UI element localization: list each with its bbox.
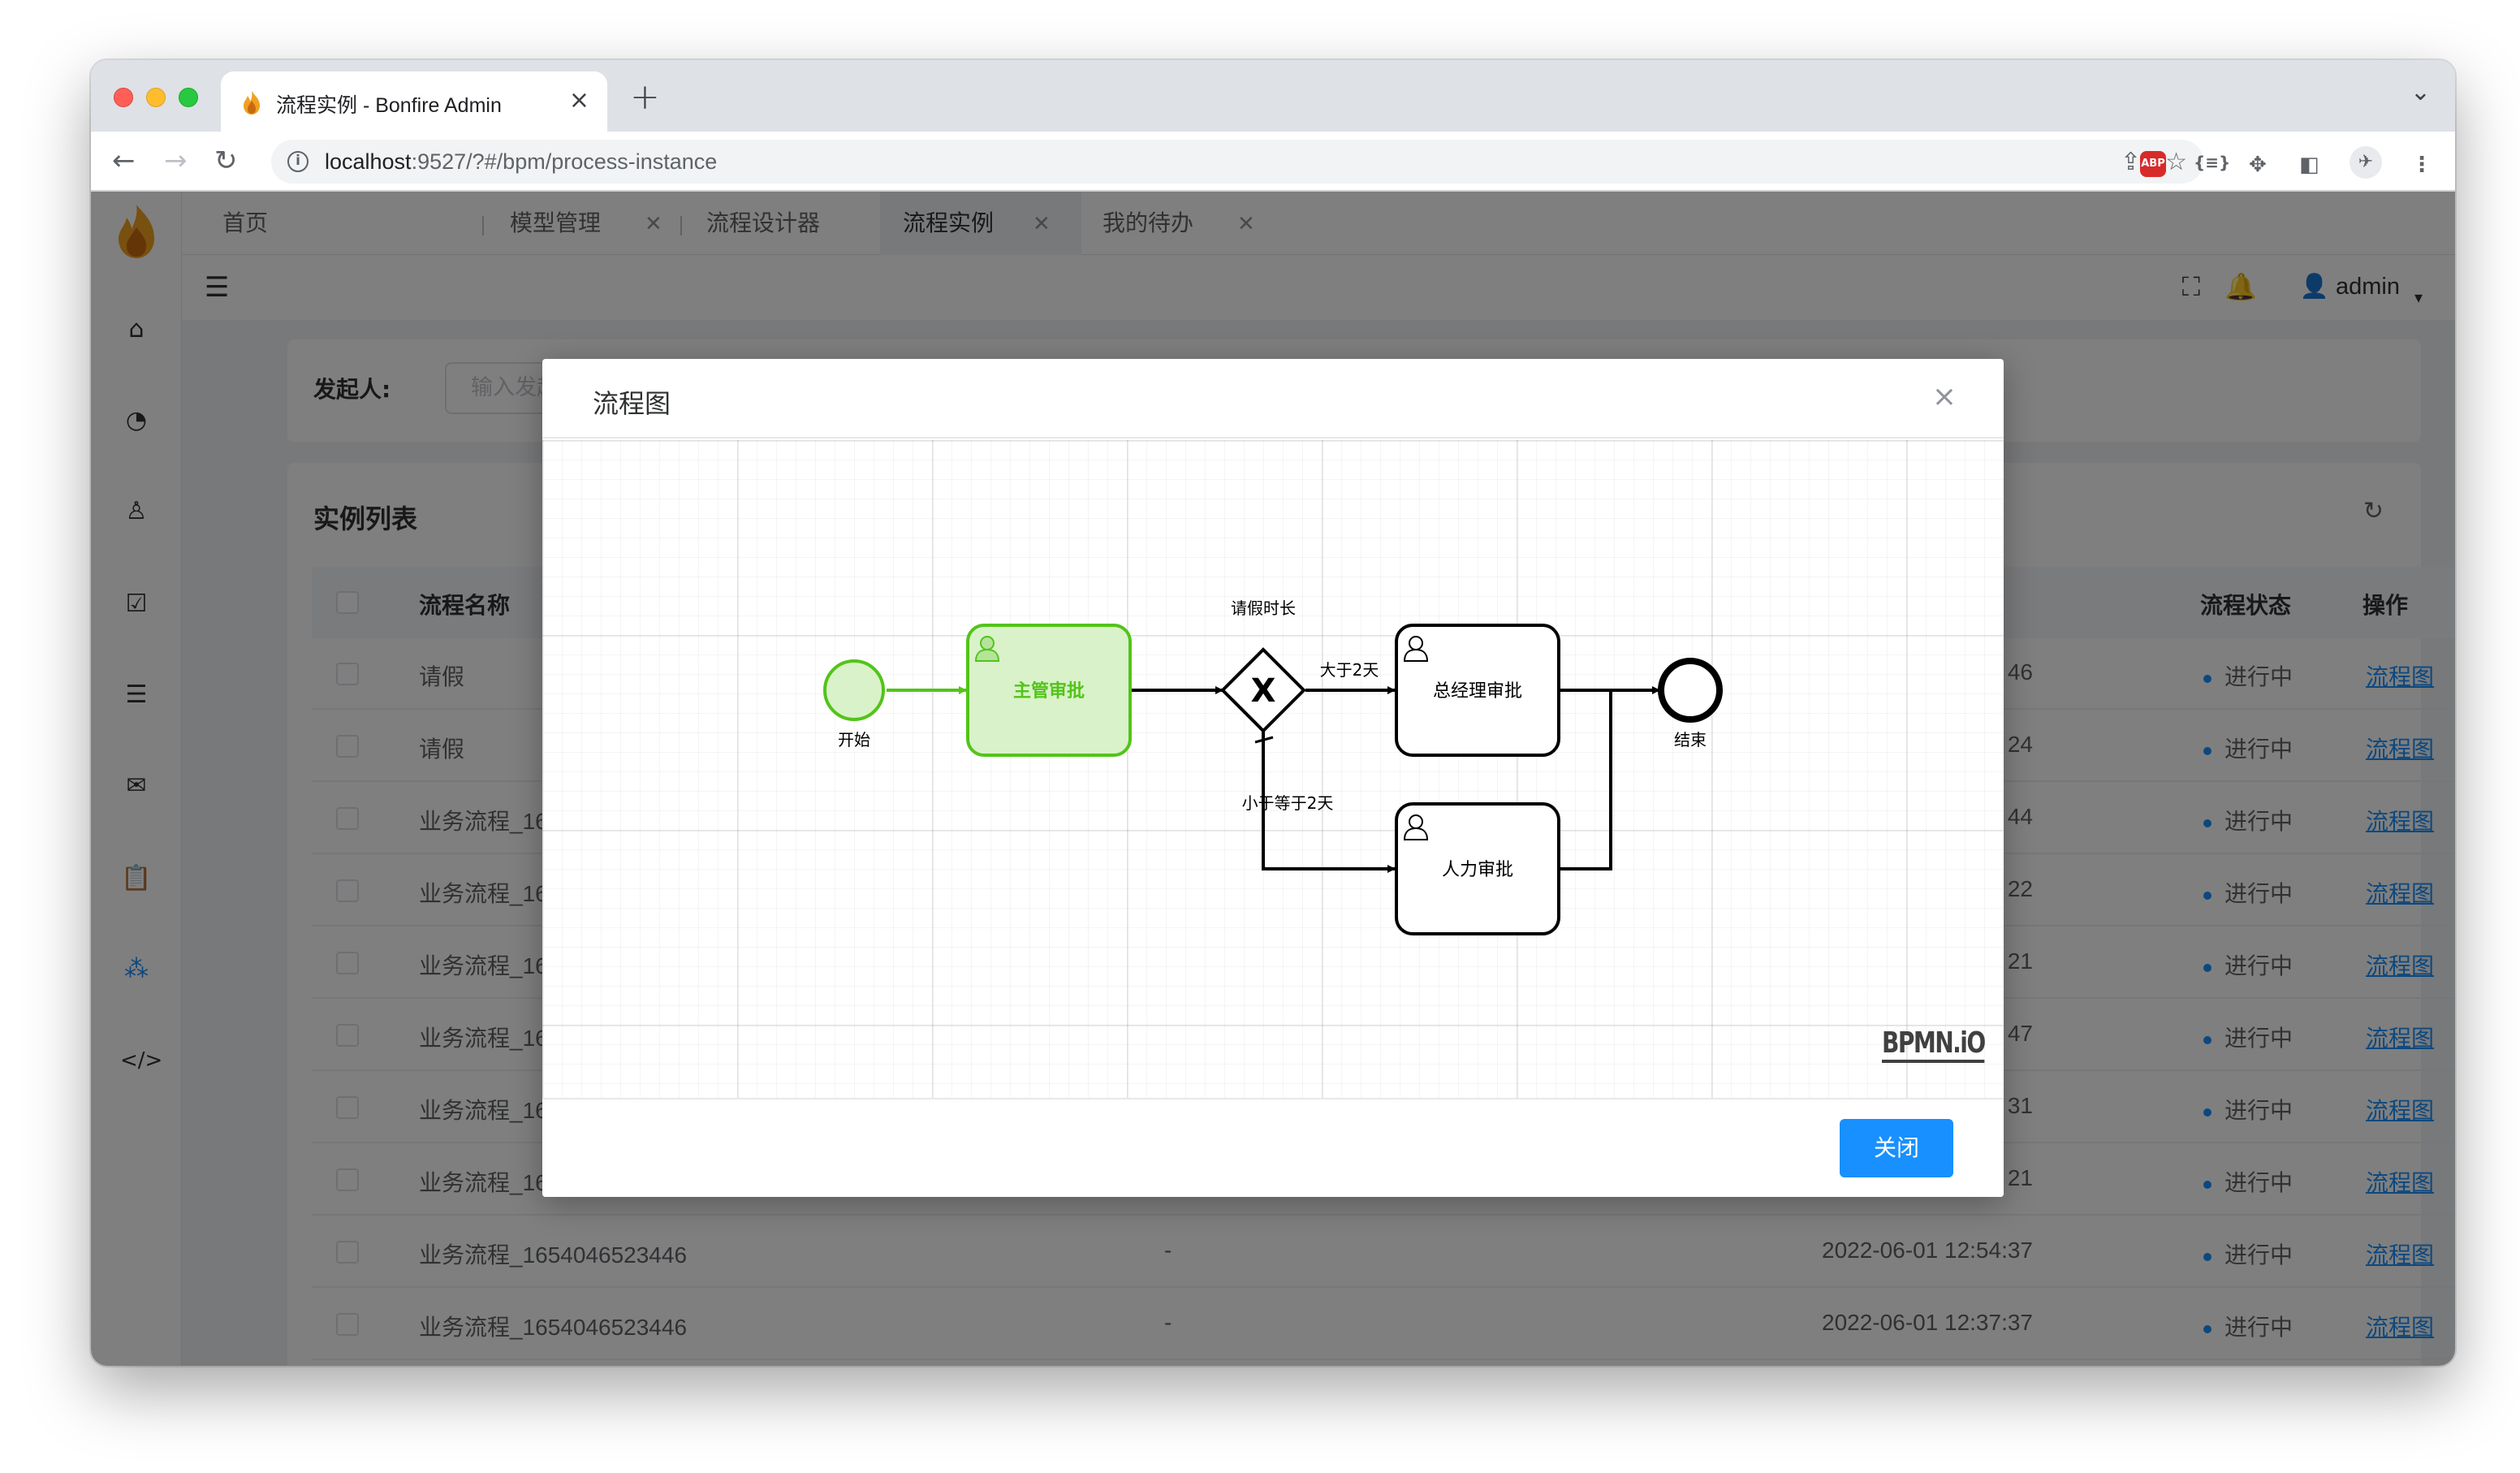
process-diagram-dialog: 流程图 × (542, 359, 2004, 1197)
browser-toolbar: ← → ↻ i localhost:9527/?#/bpm/process-in… (91, 132, 2455, 192)
exclusive-gateway[interactable] (1220, 647, 1306, 733)
bpmn-diagram: 开始 主管审批 X 请假时长 大于2天 小于等于2天 (823, 598, 1723, 935)
back-arrow-icon[interactable]: ← (112, 145, 136, 177)
flow-gateway-to-hr (1262, 731, 1396, 873)
reload-icon[interactable]: ↻ (214, 145, 238, 177)
side-panel-icon[interactable]: ◧ (2299, 153, 2319, 177)
task-hr-approval[interactable] (1395, 802, 1560, 935)
user-task-icon (1403, 636, 1429, 662)
url-host: localhost (325, 149, 412, 174)
address-bar[interactable]: i localhost:9527/?#/bpm/process-instance… (271, 140, 2203, 184)
end-event[interactable] (1658, 658, 1723, 723)
dialog-title: 流程图 (593, 388, 671, 419)
flow-label-le-2days: 小于等于2天 (1242, 793, 1334, 813)
url-path: :9527/?#/bpm/process-instance (411, 149, 718, 174)
dialog-close-button[interactable]: 关闭 (1840, 1119, 1953, 1177)
dialog-footer: 关闭 (542, 1098, 2004, 1197)
user-task-icon (1403, 814, 1429, 840)
close-tab-icon[interactable]: × (568, 86, 589, 114)
bpmn-io-watermark[interactable]: BPMN.iO (1882, 1026, 1986, 1063)
browser-tab-active[interactable]: 流程实例 - Bonfire Admin × (221, 71, 607, 132)
close-window-button[interactable] (114, 88, 133, 107)
minimize-window-button[interactable] (146, 88, 166, 107)
browser-tab-title: 流程实例 - Bonfire Admin (276, 94, 502, 117)
bpmn-canvas[interactable]: 开始 主管审批 X 请假时长 大于2天 小于等于2天 (542, 440, 2004, 1098)
flow-label-gt-2days: 大于2天 (1320, 660, 1379, 680)
url-text[interactable]: localhost:9527/?#/bpm/process-instance (325, 149, 717, 175)
json-extension-icon[interactable]: {≡} (2194, 153, 2231, 172)
more-menu-icon[interactable]: ⋮ (2411, 153, 2432, 177)
puzzle-extensions-icon[interactable]: ✥ (2249, 153, 2267, 177)
task-hr-label: 人力审批 (1442, 860, 1513, 880)
flame-favicon-icon (244, 91, 260, 114)
profile-avatar-icon[interactable]: ✈ (2350, 146, 2382, 179)
gateway-label: 请假时长 (1231, 598, 1296, 618)
task-manager-approval[interactable] (966, 624, 1132, 757)
user-task-icon (974, 636, 1000, 662)
default-flow-marker (1254, 736, 1274, 744)
zoom-window-button[interactable] (179, 88, 198, 107)
dialog-close-icon[interactable]: × (1931, 380, 1957, 413)
end-event-label: 结束 (1674, 730, 1707, 749)
start-event[interactable] (823, 659, 885, 721)
bookmark-star-icon[interactable]: ☆ (2165, 148, 2187, 176)
task-gm-approval[interactable] (1395, 624, 1560, 757)
new-tab-button[interactable]: + (630, 76, 660, 118)
share-icon[interactable]: ⇪ (2120, 148, 2142, 176)
adblock-extension-icon[interactable]: ABP (2140, 151, 2166, 177)
forward-arrow-icon[interactable]: → (164, 145, 188, 177)
start-event-label: 开始 (838, 730, 870, 749)
tab-search-chevron-icon[interactable]: ⌄ (2410, 78, 2431, 106)
browser-tabstrip: 流程实例 - Bonfire Admin × + ⌄ (91, 60, 2455, 132)
task-manager-label: 主管审批 (1013, 680, 1085, 702)
browser-window: 流程实例 - Bonfire Admin × + ⌄ ← → ↻ i local… (91, 60, 2455, 1366)
gateway-x-icon: X (1251, 672, 1276, 710)
omnibox-actions: ⇪☆ (2121, 148, 2187, 176)
task-gm-label: 总经理审批 (1433, 681, 1522, 702)
dialog-header: 流程图 × (542, 359, 2004, 438)
flow-hr-to-end (1560, 690, 1612, 870)
site-info-icon[interactable]: i (287, 151, 309, 172)
